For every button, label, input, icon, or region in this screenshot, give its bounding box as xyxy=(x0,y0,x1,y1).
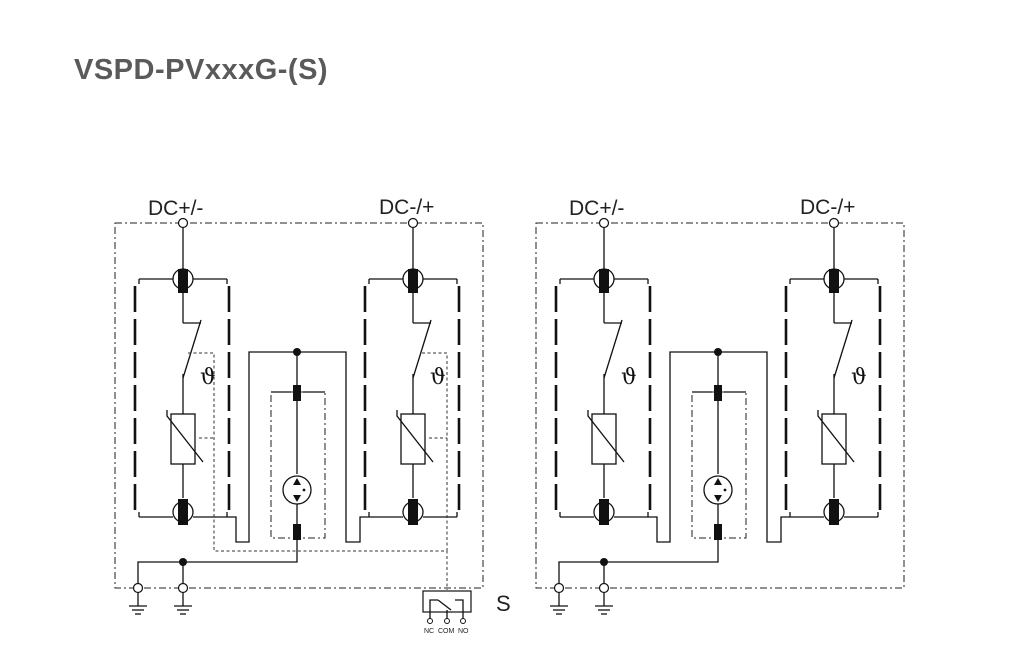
terminal-dc-minus-plus-label: DC-/+ xyxy=(800,196,855,219)
junction-dot xyxy=(600,558,608,566)
signal-s-label: S xyxy=(496,591,511,616)
terminal-dc-minus-plus xyxy=(407,217,419,229)
terminal-dc-plus-minus-label: DC+/- xyxy=(148,197,203,220)
terminal-dc-minus-plus xyxy=(828,217,840,229)
thermal-disconnect-symbol: ϑ xyxy=(200,365,216,390)
ground-icon xyxy=(594,591,614,615)
terminal-pe xyxy=(598,582,610,594)
enclosure-outline xyxy=(535,222,905,589)
varistor-module-left xyxy=(554,267,652,527)
terminal-dc-plus-minus xyxy=(598,217,610,229)
junction-dot xyxy=(179,558,187,566)
page-title: VSPD-PVxxxG-(S) xyxy=(74,54,329,86)
ground-icon xyxy=(173,591,193,615)
ground-icon xyxy=(128,591,148,615)
schematic-left: DC+/- DC-/+ ϑ ϑ xyxy=(114,196,511,635)
varistor-module-right xyxy=(784,267,882,527)
gas-discharge-tube-module xyxy=(270,384,326,541)
junction-dot xyxy=(293,348,301,356)
terminal-dc-minus-plus-label: DC-/+ xyxy=(379,196,434,219)
ground-icon xyxy=(549,591,569,615)
thermal-disconnect-symbol: ϑ xyxy=(851,365,867,390)
contact-nc-label: NC xyxy=(424,628,434,635)
terminal-dc-plus-minus-label: DC+/- xyxy=(569,197,624,220)
contact-com-label: COM xyxy=(438,628,455,635)
varistor-module-left xyxy=(133,267,231,527)
terminal-pe xyxy=(132,582,144,594)
terminal-dc-plus-minus xyxy=(177,217,189,229)
schematic-right: DC+/- DC-/+ ϑ ϑ xyxy=(535,196,905,615)
contact-no-label: NO xyxy=(458,628,469,635)
varistor-module-right xyxy=(363,267,461,527)
junction-dot xyxy=(714,348,722,356)
thermal-disconnect-symbol: ϑ xyxy=(430,365,446,390)
enclosure-outline xyxy=(114,222,484,589)
terminal-pe xyxy=(177,582,189,594)
terminal-pe xyxy=(553,582,565,594)
gas-discharge-tube-module xyxy=(691,384,747,541)
remote-signal-contact: NC COM NO xyxy=(422,590,472,635)
thermal-disconnect-symbol: ϑ xyxy=(621,365,637,390)
